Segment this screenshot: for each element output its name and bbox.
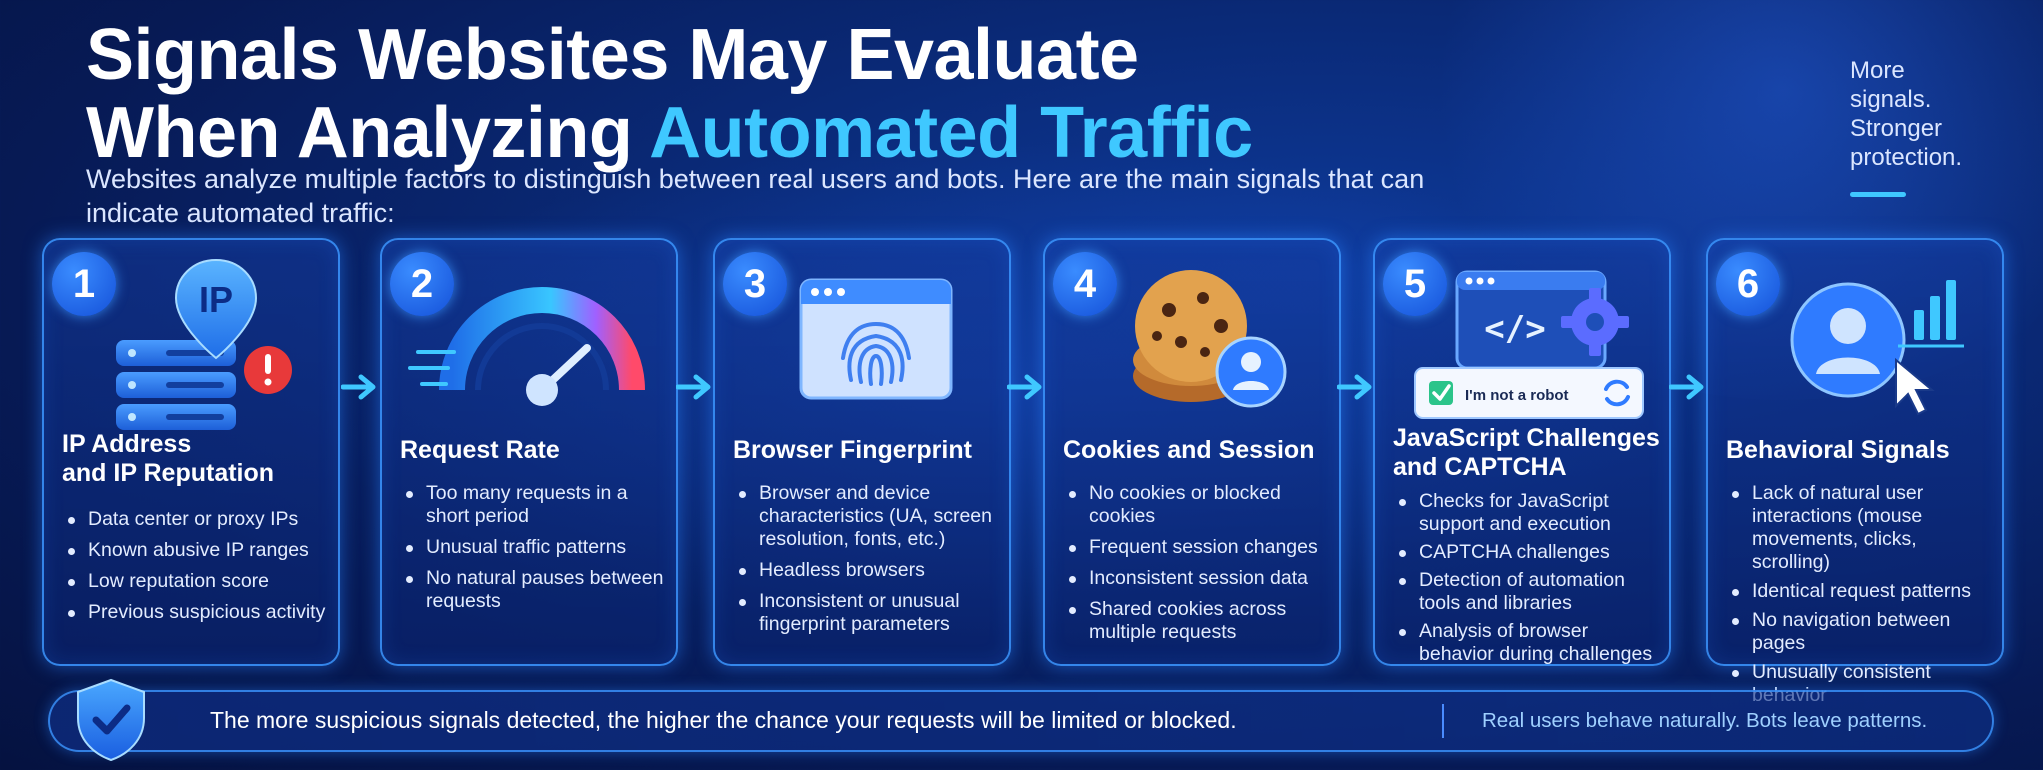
step-badge: 4 [1053, 252, 1117, 316]
svg-text:IP: IP [199, 279, 233, 320]
step-badge: 5 [1383, 252, 1447, 316]
footer-bar [48, 690, 1994, 752]
server-ip-warning-icon: IP [116, 258, 292, 430]
list-item: Unusual traffic patterns [404, 536, 672, 559]
arrow-right-icon [676, 374, 711, 400]
list-item: Lack of natural user interactions (mouse… [1730, 482, 1998, 574]
step-badge: 3 [723, 252, 787, 316]
title-line-2: When Analyzing Automated Traffic [86, 93, 1253, 173]
page-subtitle: Websites analyze multiple factors to dis… [86, 164, 1425, 228]
card-title: JavaScript Challenges and CAPTCHA [1393, 424, 1660, 481]
list-item: Known abusive IP ranges [66, 539, 334, 562]
footer-divider [1442, 704, 1444, 738]
signal-card-behavioral: 6 Behavioral Signals Lack of natural use… [1706, 238, 2004, 706]
card-title: IP Address and IP Reputation [62, 430, 275, 487]
page-title: Signals Websites May Evaluate When Analy… [86, 16, 1253, 172]
step-badge: 6 [1716, 252, 1780, 316]
list-item: Analysis of browser behavior during chal… [1397, 620, 1665, 666]
side-note-accent-bar [1850, 192, 1906, 197]
signal-card-request-rate: 2 Request Rate Too many requests in a sh… [380, 238, 678, 666]
signal-card-ip: IP 1 IP Address and IP Reputation Data c… [42, 238, 340, 666]
list-item: Detection of automation tools and librar… [1397, 569, 1665, 615]
list-item: CAPTCHA challenges [1397, 541, 1665, 564]
card-title: Browser Fingerprint [733, 436, 972, 464]
list-item: Previous suspicious activity [66, 601, 334, 624]
list-item: Low reputation score [66, 570, 334, 593]
cursor-icon [1895, 357, 1935, 416]
arrow-right-icon [1337, 374, 1372, 400]
card-list: Browser and device characteristics (UA, … [737, 482, 1005, 644]
arrow-right-icon [1669, 374, 1704, 400]
browser-fingerprint-icon [799, 278, 953, 400]
card-title: Request Rate [400, 436, 560, 464]
signal-card-cookies: 4 Cookies and Session No cookies or bloc… [1043, 238, 1341, 666]
list-item: Data center or proxy IPs [66, 508, 334, 531]
list-item: No cookies or blocked cookies [1067, 482, 1335, 528]
speedometer-icon [408, 287, 645, 406]
arrow-right-icon [1007, 374, 1042, 400]
list-item: Headless browsers [737, 559, 1005, 582]
list-item: Inconsistent session data [1067, 567, 1335, 590]
title-accent: Automated Traffic [649, 93, 1253, 173]
list-item: No natural pauses between requests [404, 567, 672, 613]
list-item: Inconsistent or unusual fingerprint para… [737, 590, 1005, 636]
card-title: Cookies and Session [1063, 436, 1315, 464]
list-item: Too many requests in a short period [404, 482, 672, 528]
list-item: Checks for JavaScript support and execut… [1397, 490, 1665, 536]
user-cursor-icon [1790, 280, 1964, 416]
step-badge: 1 [52, 252, 116, 316]
captcha-label: I'm not a robot [1465, 387, 1569, 404]
gear-icon [1561, 288, 1629, 356]
footer-message: The more suspicious signals detected, th… [210, 707, 1237, 733]
list-item: Identical request patterns [1730, 580, 1998, 603]
card-list: Too many requests in a short period Unus… [404, 482, 672, 621]
signal-card-javascript-captcha: </> I'm not a robot 5 JavaScript Challen… [1373, 238, 1671, 666]
cookies-user-icon [1133, 270, 1287, 408]
step-badge: 2 [390, 252, 454, 316]
arrow-right-icon [341, 374, 376, 400]
card-list: Data center or proxy IPs Known abusive I… [66, 508, 334, 632]
list-item: Frequent session changes [1067, 536, 1335, 559]
footer-tagline: Real users behave naturally. Bots leave … [1482, 709, 1928, 732]
card-title: Behavioral Signals [1726, 436, 1950, 464]
card-list: Lack of natural user interactions (mouse… [1730, 482, 1998, 713]
code-captcha-icon: </> I'm not a robot [1414, 270, 1644, 419]
card-list: Checks for JavaScript support and execut… [1397, 490, 1665, 671]
list-item: Browser and device characteristics (UA, … [737, 482, 1005, 551]
list-item: No navigation between pages [1730, 609, 1998, 655]
refresh-icon [1604, 379, 1630, 407]
code-icon: </> [1484, 309, 1545, 349]
title-line-1: Signals Websites May Evaluate [86, 15, 1139, 95]
side-note: More signals. Stronger protection. [1850, 57, 1963, 171]
list-item: Shared cookies across multiple requests [1067, 598, 1335, 644]
shield-check-icon [77, 678, 145, 762]
signal-card-fingerprint: 3 Browser Fingerprint Browser and device… [713, 238, 1011, 666]
card-list: No cookies or blocked cookies Frequent s… [1067, 482, 1335, 652]
